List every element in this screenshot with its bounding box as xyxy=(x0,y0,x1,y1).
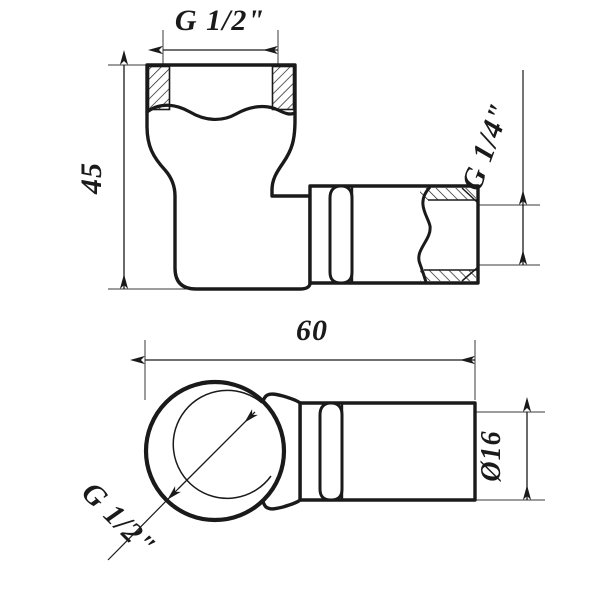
nipple-plan-bead-ring xyxy=(318,401,344,502)
top-view-extension-lines xyxy=(144,340,545,501)
top-view-group: 60 G 1/2" Ø16 xyxy=(75,314,545,563)
banjo-head-plan xyxy=(143,379,287,523)
dimension-length: 60 xyxy=(130,314,475,365)
dimension-height: 45 xyxy=(75,50,129,289)
dim-line-thread-plan xyxy=(167,409,258,500)
flange-outer-circle xyxy=(143,379,287,523)
thread-chamfer-top xyxy=(461,187,478,203)
nipple-plan xyxy=(257,392,477,511)
threaded-end-front xyxy=(417,185,478,283)
front-view-group: G 1/2" 45 G 1/4" xyxy=(75,4,540,291)
dim-label-height: 45 xyxy=(75,162,108,195)
nipple-front xyxy=(308,184,480,285)
dim-label-thread-top: G 1/2" xyxy=(175,4,265,37)
section-hatching-upper xyxy=(147,65,295,111)
nipple-bead-ring xyxy=(328,184,354,285)
dimension-diameter: Ø16 xyxy=(476,397,532,500)
body-outline xyxy=(145,63,312,291)
dim-label-length: 60 xyxy=(296,314,328,347)
thread-hatch-bottom xyxy=(420,270,476,281)
dimension-thread-top: G 1/2" xyxy=(148,4,278,55)
dim-label-diameter: Ø16 xyxy=(476,430,507,482)
thread-hatch-top xyxy=(420,188,476,200)
thread-break-curve xyxy=(417,185,432,283)
dim-label-thread-side: G 1/4" xyxy=(455,99,517,195)
dim-leader-thread-plan xyxy=(107,488,179,561)
break-line-wavy xyxy=(145,103,297,121)
thread-chamfer-bottom xyxy=(461,267,478,282)
